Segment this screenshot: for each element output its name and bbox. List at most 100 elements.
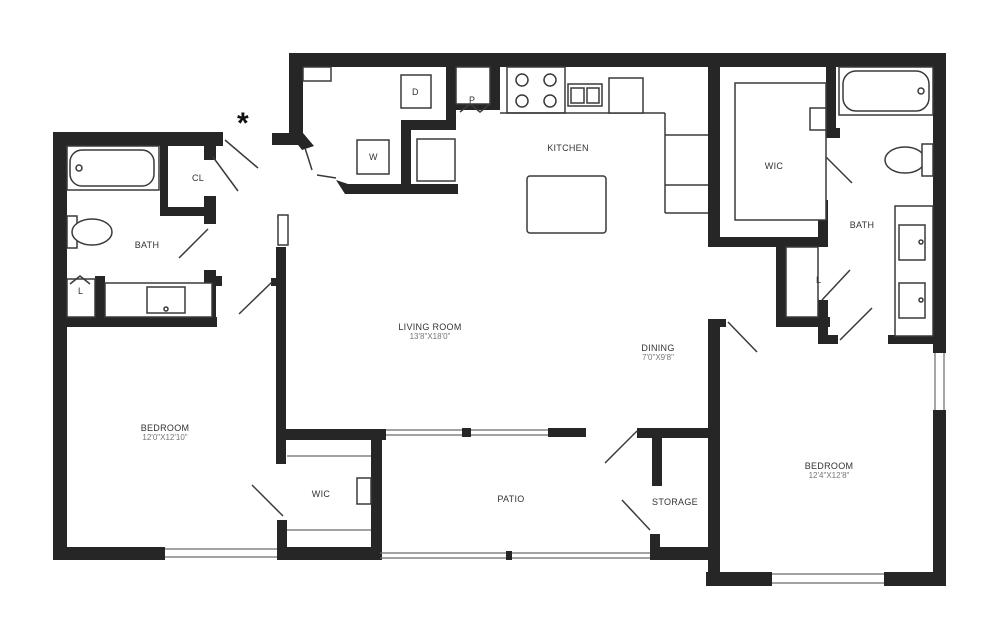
door-laundry-a <box>304 147 313 171</box>
room-living-label: LIVING ROOM <box>398 322 461 332</box>
room-bath-left-label: BATH <box>135 240 160 250</box>
wall-wic-right-upper <box>826 67 836 131</box>
door-closet-left <box>212 156 239 192</box>
wall-laundry-closet-top <box>401 120 456 130</box>
linen-left-label: L <box>78 286 83 296</box>
wall-bedroom-living <box>276 247 286 464</box>
wall-bottom-right-a <box>706 572 772 586</box>
room-storage-label: STORAGE <box>652 497 698 507</box>
kitchen-island <box>526 175 607 234</box>
room-wic-right-label: WIC <box>765 161 784 171</box>
door-bedroom-left <box>238 281 273 315</box>
door-laundry-b <box>316 174 337 179</box>
wall-linen-right-left <box>776 247 786 327</box>
kitchen-base-cabinet <box>416 138 456 182</box>
wall-storage-top <box>637 428 715 438</box>
wall-wic-door-jamb <box>277 520 287 560</box>
pantry-shelf <box>455 66 491 105</box>
bathtub-right-basin <box>842 70 930 112</box>
room-bedroom-left-label: BEDROOM <box>141 423 190 433</box>
wall-wic-top <box>276 429 386 440</box>
door-bath-right <box>839 307 873 341</box>
wall-patio-slider-end <box>548 428 586 437</box>
door-linen-right <box>821 269 851 301</box>
wall-cl-bottom <box>160 207 216 216</box>
dryer-label: D <box>412 87 419 97</box>
linen-right <box>785 246 819 318</box>
wall-right-lower <box>933 410 946 586</box>
wall-laundry-bottom <box>348 184 458 194</box>
wall-entry-angle <box>289 133 314 150</box>
wall-bath-right-base <box>818 335 838 344</box>
room-dining-size: 7'0"X9'8" <box>642 353 674 362</box>
wall-pantry-right <box>490 53 500 108</box>
room-wic-left-label: WIC <box>312 489 331 499</box>
wall-top-left-stub <box>289 53 303 133</box>
wall-bath-right-base-b <box>888 335 946 344</box>
linen-right-label: L <box>816 275 821 285</box>
door-bedroom-right <box>727 321 758 353</box>
wall-laundry-center <box>446 53 456 125</box>
wall-cl-left <box>160 146 168 216</box>
wall-linen-right-side <box>818 300 828 343</box>
fixtures: L <box>66 66 934 531</box>
room-bedroom-right-label: BEDROOM <box>805 461 854 471</box>
room-bedroom-left-size: 12'0"X12'10" <box>142 433 187 442</box>
door-patio-left <box>604 430 638 464</box>
room-living-size: 13'8"X18'0" <box>410 332 451 341</box>
wall-vanity-stub <box>214 276 222 286</box>
wall-right-bedroom-left <box>708 319 720 586</box>
wall-storage-base <box>650 547 716 560</box>
windows <box>165 353 945 584</box>
dryer <box>400 74 432 109</box>
door-storage <box>621 499 651 531</box>
toilet-right-tank <box>921 143 934 177</box>
sink-right-top <box>898 224 926 261</box>
room-closet-label: CL <box>192 173 204 183</box>
wall-top <box>289 53 946 67</box>
bathtub-left-basin <box>69 149 155 187</box>
wic-left-shelf <box>356 477 372 505</box>
wall-kitchen-right <box>708 53 720 247</box>
wall-pantry-ledge <box>456 104 500 110</box>
wall-left-exterior <box>53 132 67 560</box>
wall-right-upper <box>933 53 946 353</box>
dishwasher <box>608 77 644 114</box>
washer <box>356 139 390 175</box>
room-patio-label: PATIO <box>497 494 524 504</box>
wall-bath-bottom <box>53 317 217 327</box>
wall-bath-right-shelf <box>826 128 840 138</box>
wall-wic-right <box>371 429 382 560</box>
room-bedroom-right-size: 12'4"X12'8" <box>809 471 850 480</box>
laundry-shelf <box>302 66 332 82</box>
walls <box>53 53 946 586</box>
wic-right-shelf <box>734 82 827 221</box>
wall-linen-wall <box>95 276 105 321</box>
washer-label: W <box>369 152 378 162</box>
toilet-left <box>71 218 113 246</box>
wall-bottom-left <box>53 547 165 560</box>
wall-storage-stub <box>652 428 662 486</box>
wall-left-top <box>53 132 223 146</box>
wall-patio-post <box>462 428 471 437</box>
wall-wic-right-side <box>818 200 828 247</box>
toilet-right <box>884 146 926 174</box>
linen-left <box>66 278 96 318</box>
wall-bedroom-living-nub <box>271 278 286 286</box>
wall-wic-right-bottom <box>708 237 826 247</box>
door-entry <box>224 139 259 169</box>
range <box>506 66 566 114</box>
room-dining-label: DINING <box>641 343 674 353</box>
wall-bottom-right-b <box>884 572 946 586</box>
door-bath-left <box>178 228 209 259</box>
wall-laundry-angle <box>336 180 358 194</box>
door-wic-left <box>251 484 284 517</box>
pantry-label: P <box>469 95 475 105</box>
wall-bath-right-upper <box>204 132 216 160</box>
wall-linen-right-base <box>776 317 830 327</box>
wall-right-bedroom-top-nub <box>708 319 726 327</box>
wall-bottom-mid-left <box>277 547 380 560</box>
room-bath-right-label: BATH <box>850 220 875 230</box>
